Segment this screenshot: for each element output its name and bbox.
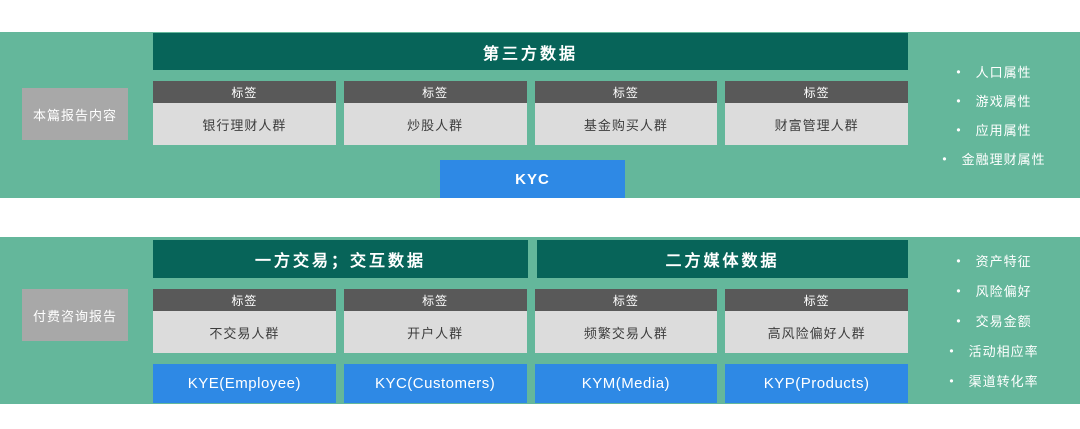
top-side-label: 本篇报告内容 <box>22 88 128 140</box>
kye-button[interactable]: KYE(Employee) <box>153 364 336 403</box>
bullet-item: 渠道转化率 <box>949 366 1038 396</box>
kym-button[interactable]: KYM(Media) <box>534 364 718 403</box>
tag-column: 标签 开户人群 <box>343 289 527 353</box>
tag-value: 财富管理人群 <box>725 103 908 145</box>
tag-column: 标签 不交易人群 <box>153 289 336 353</box>
tag-header: 标签 <box>534 289 718 311</box>
bottom-header-first-party: 一方交易；交互数据 <box>153 240 528 278</box>
bullet-item: 应用属性 <box>956 115 1031 144</box>
bullet-item: 风险偏好 <box>956 276 1031 306</box>
tag-value: 炒股人群 <box>343 103 527 145</box>
top-bullet-list: 人口属性 游戏属性 应用属性 金融理财属性 <box>908 32 1080 198</box>
bullet-item: 资产特征 <box>956 246 1031 276</box>
tag-value: 不交易人群 <box>153 311 336 353</box>
tag-value: 开户人群 <box>343 311 527 353</box>
tag-header: 标签 <box>725 289 908 311</box>
tag-header: 标签 <box>153 289 336 311</box>
tag-header: 标签 <box>153 81 336 103</box>
bottom-tag-grid: 标签 不交易人群 标签 开户人群 标签 频繁交易人群 标签 高风险偏好人群 <box>153 289 908 353</box>
top-panel-third-party-data: 本篇报告内容 第三方数据 标签 银行理财人群 标签 炒股人群 标签 基金购买人群… <box>0 32 1080 198</box>
tag-column: 标签 高风险偏好人群 <box>725 289 908 353</box>
bullet-item: 活动相应率 <box>949 336 1038 366</box>
tag-header: 标签 <box>534 81 718 103</box>
tag-column: 标签 财富管理人群 <box>725 81 908 145</box>
kyc-customers-button[interactable]: KYC(Customers) <box>343 364 527 403</box>
tag-value: 高风险偏好人群 <box>725 311 908 353</box>
bottom-panel-paid-report: 付费咨询报告 一方交易；交互数据 二方媒体数据 标签 不交易人群 标签 开户人群… <box>0 237 1080 404</box>
tag-column: 标签 银行理财人群 <box>153 81 336 145</box>
bottom-bullet-list: 资产特征 风险偏好 交易金额 活动相应率 渠道转化率 <box>908 237 1080 404</box>
tag-value: 基金购买人群 <box>534 103 718 145</box>
bottom-button-row: KYE(Employee) KYC(Customers) KYM(Media) … <box>153 364 908 403</box>
tag-header: 标签 <box>725 81 908 103</box>
tag-header: 标签 <box>343 289 527 311</box>
tag-value: 银行理财人群 <box>153 103 336 145</box>
tag-header: 标签 <box>343 81 527 103</box>
bullet-item: 游戏属性 <box>956 86 1031 115</box>
bullet-item: 交易金额 <box>956 306 1031 336</box>
tag-column: 标签 频繁交易人群 <box>534 289 718 353</box>
bullet-item: 金融理财属性 <box>942 144 1045 173</box>
top-tag-grid: 标签 银行理财人群 标签 炒股人群 标签 基金购买人群 标签 财富管理人群 <box>153 81 908 145</box>
tag-value: 频繁交易人群 <box>534 311 718 353</box>
bottom-side-label: 付费咨询报告 <box>22 289 128 341</box>
top-header: 第三方数据 <box>153 33 908 70</box>
tag-column: 标签 炒股人群 <box>343 81 527 145</box>
tag-column: 标签 基金购买人群 <box>534 81 718 145</box>
kyp-button[interactable]: KYP(Products) <box>725 364 908 403</box>
kyc-button[interactable]: KYC <box>440 160 625 198</box>
bullet-item: 人口属性 <box>956 57 1031 86</box>
bottom-header-second-party: 二方媒体数据 <box>537 240 908 278</box>
